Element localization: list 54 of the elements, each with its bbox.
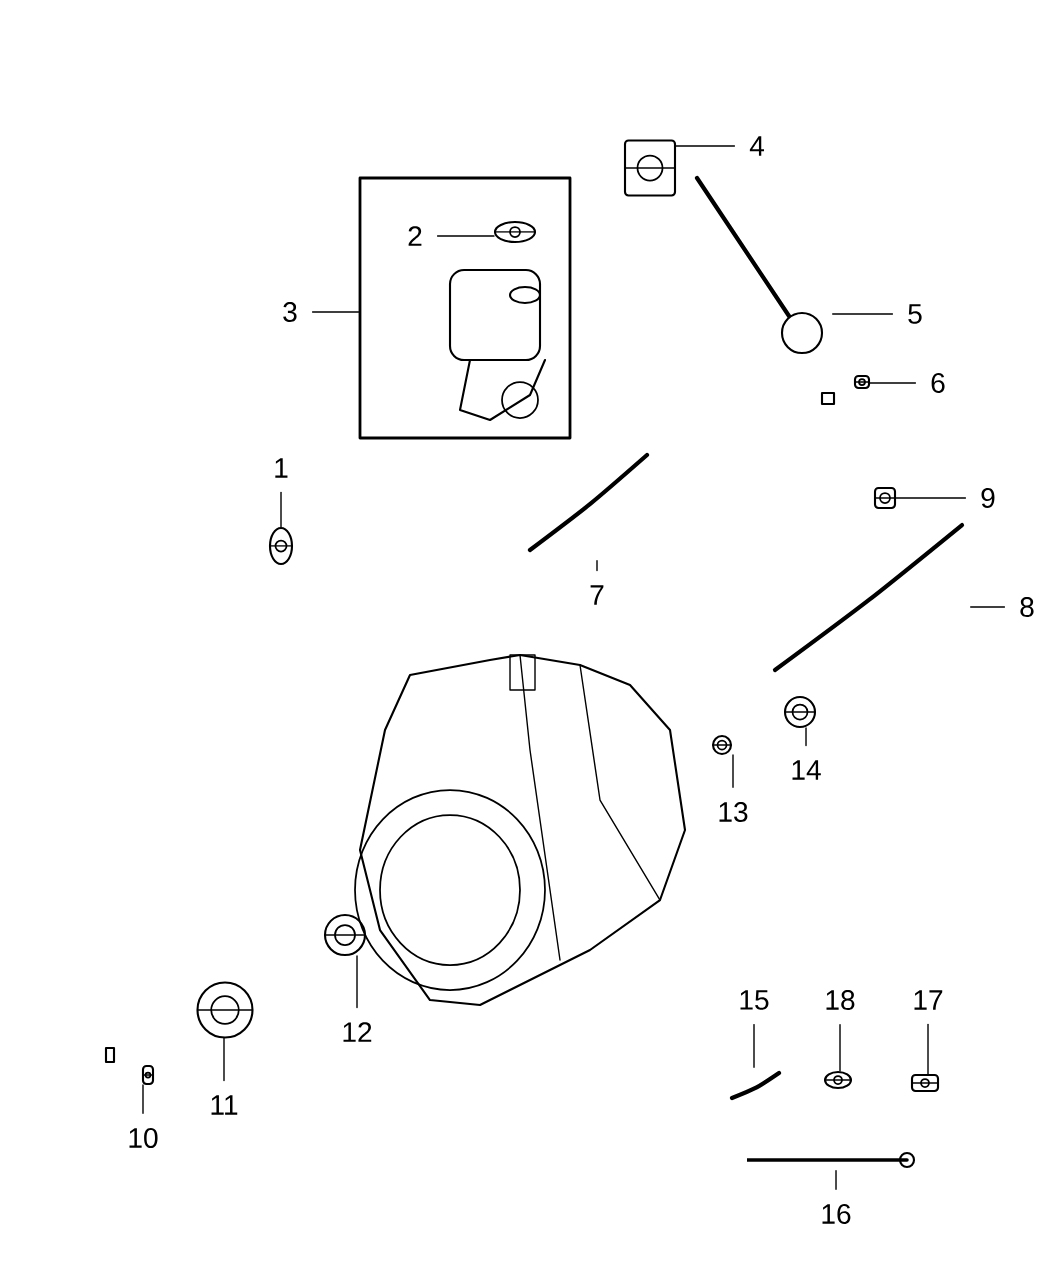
clip-drawing xyxy=(729,1070,782,1101)
kit-box xyxy=(358,176,572,440)
cylinder-drawing xyxy=(694,175,824,355)
callout-number: 8 xyxy=(1020,597,1034,617)
strap-drawing xyxy=(747,1151,916,1169)
callout-number: 14 xyxy=(792,760,821,780)
hose-drawing xyxy=(527,452,650,553)
leader-line xyxy=(142,1084,144,1114)
callout-number: 15 xyxy=(740,990,769,1010)
clip-drawing xyxy=(910,1073,940,1093)
leader-line xyxy=(596,560,598,572)
callout-number: 12 xyxy=(343,1022,372,1042)
leader-line xyxy=(436,235,495,237)
clip-drawing xyxy=(823,1070,853,1090)
leader-line xyxy=(869,382,917,384)
leader-line xyxy=(895,497,967,499)
leader-line xyxy=(927,1023,929,1075)
leader-line xyxy=(805,727,807,747)
leader-line xyxy=(835,1170,837,1190)
callout-number: 4 xyxy=(749,136,764,156)
leader-line xyxy=(675,145,736,147)
bearing-drawing xyxy=(196,981,254,1039)
leader-line xyxy=(356,955,358,1009)
callout-number: 2 xyxy=(408,226,422,246)
nut-drawing xyxy=(711,734,733,756)
bracket-drawing xyxy=(623,139,677,197)
fitting-drawing xyxy=(873,486,897,510)
callout-number: 7 xyxy=(590,585,604,605)
callout-number: 18 xyxy=(826,990,855,1010)
leader-line xyxy=(970,606,1006,608)
sensor-drawing xyxy=(783,695,817,729)
callout-number: 3 xyxy=(283,302,297,322)
callout-number: 1 xyxy=(275,458,288,478)
bolt-drawing xyxy=(141,1064,155,1086)
callout-number: 9 xyxy=(981,488,995,508)
callout-number: 11 xyxy=(211,1095,238,1115)
leader-line xyxy=(753,1023,755,1068)
callout-number: 5 xyxy=(908,304,922,324)
callout-number: 6 xyxy=(931,373,945,393)
leader-line xyxy=(280,491,282,528)
callout-number: 13 xyxy=(719,802,748,822)
callout-number: 10 xyxy=(129,1128,158,1148)
cap-drawing xyxy=(493,220,537,244)
leader-line xyxy=(223,1037,225,1082)
bushing-drawing xyxy=(323,913,367,957)
clip-drawing xyxy=(853,374,871,390)
leader-line xyxy=(311,311,360,313)
leader-line xyxy=(832,313,894,315)
callout-number: 17 xyxy=(914,990,943,1010)
harness-drawing xyxy=(772,522,965,673)
seal-drawing xyxy=(268,526,294,566)
callout-number: 16 xyxy=(822,1204,851,1224)
leader-line xyxy=(839,1024,841,1072)
leader-line xyxy=(732,754,734,788)
